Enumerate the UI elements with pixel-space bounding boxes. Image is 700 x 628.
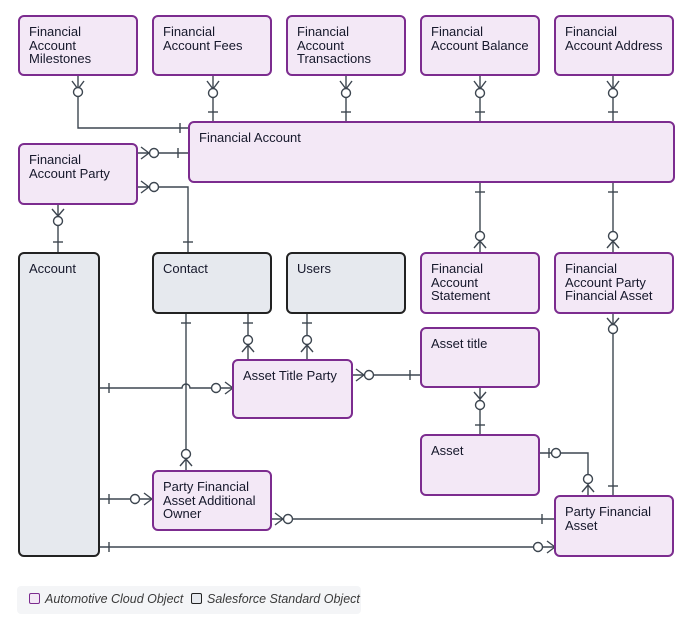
entity-fa-balance: Financial Account Balance (420, 15, 540, 76)
rel-account-pfa (99, 540, 556, 554)
entity-fa-party: Financial Account Party (18, 143, 138, 205)
entity-pfa-additional-owner: Party Financial Asset Additional Owner (152, 470, 272, 531)
entity-fa-party-fin-asset: Financial Account Party Financial Asset (554, 252, 674, 314)
entity-fa-transactions: Financial Account Transactions (286, 15, 406, 76)
entity-party-financial-asset: Party Financial Asset (554, 495, 674, 557)
legend-cloud-swatch (29, 593, 40, 604)
rel-fa-address (606, 76, 620, 122)
entity-account: Account (18, 252, 100, 557)
entity-fa-address: Financial Account Address (554, 15, 674, 76)
rel-fa-transactions (339, 76, 353, 122)
entity-fa-fees: Financial Account Fees (152, 15, 272, 76)
entity-contact: Contact (152, 252, 272, 314)
legend-standard-swatch (191, 593, 202, 604)
entity-fa-milestones: Financial Account Milestones (18, 15, 138, 76)
entity-users: Users (286, 252, 406, 314)
rel-fa-party (137, 146, 189, 160)
rel-asset-title-atp (352, 368, 421, 382)
legend: Automotive Cloud Object Salesforce Stand… (17, 586, 361, 614)
rel-fa-party-fin-asset (606, 182, 620, 253)
rel-contact-pfaao (179, 313, 193, 471)
rel-asset-title-asset (473, 387, 487, 435)
rel-asset-pfa (539, 447, 595, 496)
entity-asset: Asset (420, 434, 540, 496)
rel-account-atp (99, 381, 234, 395)
rel-fa-fees (206, 76, 220, 122)
legend-cloud-label: Automotive Cloud Object (45, 592, 184, 606)
legend-standard-label: Salesforce Standard Object (207, 592, 360, 606)
rel-fapfa-pfa (606, 313, 620, 496)
rel-pfaao-pfa (271, 512, 555, 526)
rel-fa-balance (473, 76, 487, 122)
entity-asset-title: Asset title (420, 327, 540, 388)
rel-fa-milestones (71, 76, 189, 133)
rel-contact-fa-party (137, 180, 193, 253)
rel-users-atp (300, 313, 314, 360)
rel-contact-atp (241, 313, 255, 360)
rel-account-pfaao (99, 492, 153, 506)
entity-fa-statement: Financial Account Statement (420, 252, 540, 314)
rel-account-fa-party (51, 204, 65, 253)
entity-financial-account: Financial Account (188, 121, 675, 183)
rel-fa-statement (473, 182, 487, 253)
entity-asset-title-party: Asset Title Party (232, 359, 353, 419)
